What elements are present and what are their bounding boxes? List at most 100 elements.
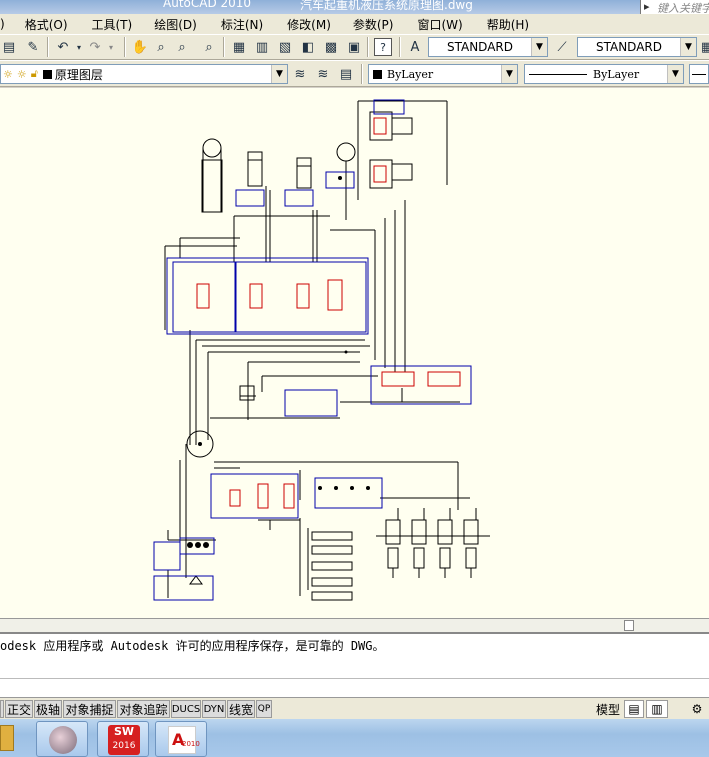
command-input-divider xyxy=(0,678,709,679)
layout-icon[interactable]: ▤ xyxy=(624,700,644,718)
chevron-down-icon: ▼ xyxy=(667,65,683,83)
scrollbar-thumb[interactable] xyxy=(624,620,634,631)
dyn-toggle[interactable]: DYN xyxy=(202,700,226,718)
standard-toolbar: ▤ ✎ ↶ ▾ ↷ ▾ ✋ ⌕ ⌕ ⌕ ▦ ▥ ▧ ◧ ▩ ▣ ? A STAN… xyxy=(0,34,709,60)
chevron-down-icon: ▼ xyxy=(680,38,696,56)
annotation-scale-icon[interactable]: ⚙ xyxy=(691,702,703,716)
autocad-a-glyph: A xyxy=(172,730,185,749)
ducs-toggle[interactable]: DUCS xyxy=(171,700,201,718)
otrack-toggle[interactable]: 对象追踪 xyxy=(117,700,170,718)
zoom-realtime-icon[interactable]: ⌕ xyxy=(157,39,165,55)
taskbar-solidworks[interactable]: SW 2016 xyxy=(97,721,149,757)
menu-parameters[interactable]: 参数(P) xyxy=(352,17,394,32)
solidworks-year: 2016 xyxy=(112,741,136,751)
model-space-button[interactable]: 模型 xyxy=(595,702,620,717)
color-select[interactable]: ByLayer ▼ xyxy=(368,64,518,84)
text-style-icon[interactable]: A xyxy=(410,39,420,55)
layer-on-icon: ☼ xyxy=(3,67,13,81)
search-arrow-icon: ▸ xyxy=(644,0,650,13)
separator xyxy=(361,64,363,84)
explorer-icon[interactable] xyxy=(0,725,14,751)
layer-select[interactable]: ☼ ☼ 🔓︎ 原理图层 ▼ xyxy=(0,64,288,84)
taskbar-photo-app[interactable] xyxy=(36,721,88,757)
sheet-set-icon[interactable]: ◧ xyxy=(301,39,315,55)
make-current-icon[interactable]: ≋ xyxy=(317,66,329,82)
properties-icon[interactable]: ▦ xyxy=(232,39,246,55)
dim-style-select[interactable]: STANDARD ▼ xyxy=(577,37,697,57)
command-history-text: odesk 应用程序或 Autodesk 许可的应用程序保存，是可靠的 DWG。 xyxy=(0,639,385,653)
lineweight-sample xyxy=(692,73,706,75)
menu-draw[interactable]: 绘图(D) xyxy=(154,17,197,32)
zoom-previous-icon[interactable]: ⌕ xyxy=(205,39,213,55)
document-title: 汽车起重机液压系统原理图.dwg xyxy=(300,0,473,12)
linetype-sample xyxy=(529,73,587,75)
menu-item-partial[interactable]: ) xyxy=(0,17,5,31)
menu-dimension[interactable]: 标注(N) xyxy=(220,17,264,32)
command-line-window[interactable]: odesk 应用程序或 Autodesk 许可的应用程序保存，是可靠的 DWG。 xyxy=(0,632,709,697)
osnap-toggle[interactable]: 对象捕捉 xyxy=(63,700,116,718)
separator xyxy=(399,37,401,57)
redo-dropdown-icon[interactable]: ▾ xyxy=(108,42,113,52)
menu-modify[interactable]: 修改(M) xyxy=(287,17,331,32)
separator xyxy=(47,37,49,57)
color-value: ByLayer xyxy=(387,67,434,81)
menu-window[interactable]: 窗口(W) xyxy=(417,17,463,32)
design-center-icon[interactable]: ▥ xyxy=(255,39,269,55)
markup-icon[interactable]: ▩ xyxy=(324,39,338,55)
publish-icon[interactable]: ✎ xyxy=(27,39,39,55)
menu-bar: ) 格式(O) 工具(T) 绘图(D) 标注(N) 修改(M) 参数(P) 窗口… xyxy=(0,14,709,34)
calculator-icon[interactable]: ▣ xyxy=(347,39,361,55)
drawing-canvas[interactable] xyxy=(0,88,709,618)
separator xyxy=(124,37,126,57)
ortho-toggle[interactable]: 正交 xyxy=(5,700,33,718)
horizontal-scrollbar[interactable] xyxy=(0,618,709,632)
redo-icon[interactable]: ↷ xyxy=(89,39,101,55)
color-swatch xyxy=(373,69,382,79)
layouts-quickview-icon[interactable]: ▥ xyxy=(646,700,668,718)
text-style-value: STANDARD xyxy=(446,40,514,54)
undo-icon[interactable]: ↶ xyxy=(57,39,69,55)
pan-icon[interactable]: ✋ xyxy=(131,39,149,55)
search-placeholder: 键入关键字 xyxy=(657,2,709,14)
save-icon[interactable]: ▤ xyxy=(2,39,16,55)
dim-style-icon[interactable]: ⟋ xyxy=(557,39,567,55)
help-icon[interactable]: ? xyxy=(374,38,392,56)
layer-manager-icon[interactable]: ≋ xyxy=(294,66,306,82)
chevron-down-icon: ▼ xyxy=(271,65,287,83)
status-button-partial[interactable] xyxy=(0,700,4,718)
lineweight-select[interactable] xyxy=(689,64,709,84)
title-bar: AutoCAD 2010 汽车起重机液压系统原理图.dwg ▸ 键入关键字 xyxy=(0,0,709,14)
solidworks-icon: SW 2016 xyxy=(108,725,140,755)
app-title: AutoCAD 2010 xyxy=(163,0,252,10)
menu-format[interactable]: 格式(O) xyxy=(24,17,68,32)
dim-style-value: STANDARD xyxy=(595,40,663,54)
linetype-select[interactable]: ByLayer ▼ xyxy=(524,64,684,84)
undo-dropdown-icon[interactable]: ▾ xyxy=(76,42,81,52)
layer-previous-icon[interactable]: ▤ xyxy=(339,66,353,82)
separator xyxy=(223,37,225,57)
taskbar-autocad[interactable]: A 2010 xyxy=(155,721,207,757)
text-style-select[interactable]: STANDARD ▼ xyxy=(428,37,548,57)
autocad-year: 2010 xyxy=(182,740,200,748)
table-style-icon[interactable]: ▦ xyxy=(700,39,709,55)
menu-tools[interactable]: 工具(T) xyxy=(91,17,133,32)
layer-color-swatch xyxy=(42,69,52,79)
layer-freeze-icon: ☼ xyxy=(16,67,27,81)
autocad-icon: A 2010 xyxy=(168,726,200,754)
windows-taskbar: SW 2016 A 2010 xyxy=(0,719,709,757)
status-bar: 正交 极轴 对象捕捉 对象追踪 DUCS DYN 线宽 QP 模型 ▤ ▥ ⚙ xyxy=(0,697,709,719)
search-input[interactable]: ▸ 键入关键字 xyxy=(640,0,709,14)
menu-help[interactable]: 帮助(H) xyxy=(486,17,530,32)
zoom-window-icon[interactable]: ⌕ xyxy=(178,39,186,55)
chevron-down-icon: ▼ xyxy=(501,65,517,83)
solidworks-label: SW xyxy=(113,725,135,738)
qp-toggle[interactable]: QP xyxy=(256,700,272,718)
current-layer-name: 原理图层 xyxy=(54,67,103,82)
avatar xyxy=(49,726,77,754)
chevron-down-icon: ▼ xyxy=(531,38,547,56)
linetype-value: ByLayer xyxy=(593,67,640,81)
layers-toolbar: ☼ ☼ 🔓︎ 原理图层 ▼ ≋ ≋ ▤ ByLayer ▼ ByLayer ▼ xyxy=(0,60,709,87)
tool-palettes-icon[interactable]: ▧ xyxy=(278,39,292,55)
polar-toggle[interactable]: 极轴 xyxy=(34,700,62,718)
lineweight-toggle[interactable]: 线宽 xyxy=(227,700,255,718)
